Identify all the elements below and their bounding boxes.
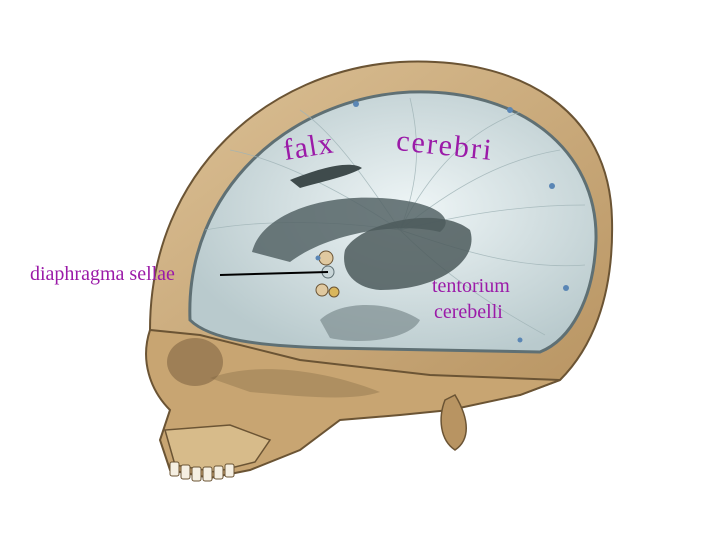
cerebelli-label: cerebelli — [434, 301, 503, 323]
mastoid — [440, 394, 467, 451]
sella-structures — [315, 250, 340, 298]
teeth — [169, 461, 235, 482]
anterior-fossa — [252, 197, 446, 262]
diaphragma-pointer-line — [219, 271, 329, 276]
falx-dark-edge — [290, 164, 362, 188]
falx-label: falx — [280, 126, 337, 167]
posterior-fossa — [320, 305, 420, 341]
middle-fossa — [344, 217, 472, 290]
vessel-marks — [315, 101, 569, 343]
tentorium-label: tentorium — [432, 275, 510, 297]
diaphragma-sellae-label: diaphragma sellae — [30, 263, 175, 285]
orbit — [167, 338, 223, 386]
zygomatic-arch — [210, 369, 380, 398]
